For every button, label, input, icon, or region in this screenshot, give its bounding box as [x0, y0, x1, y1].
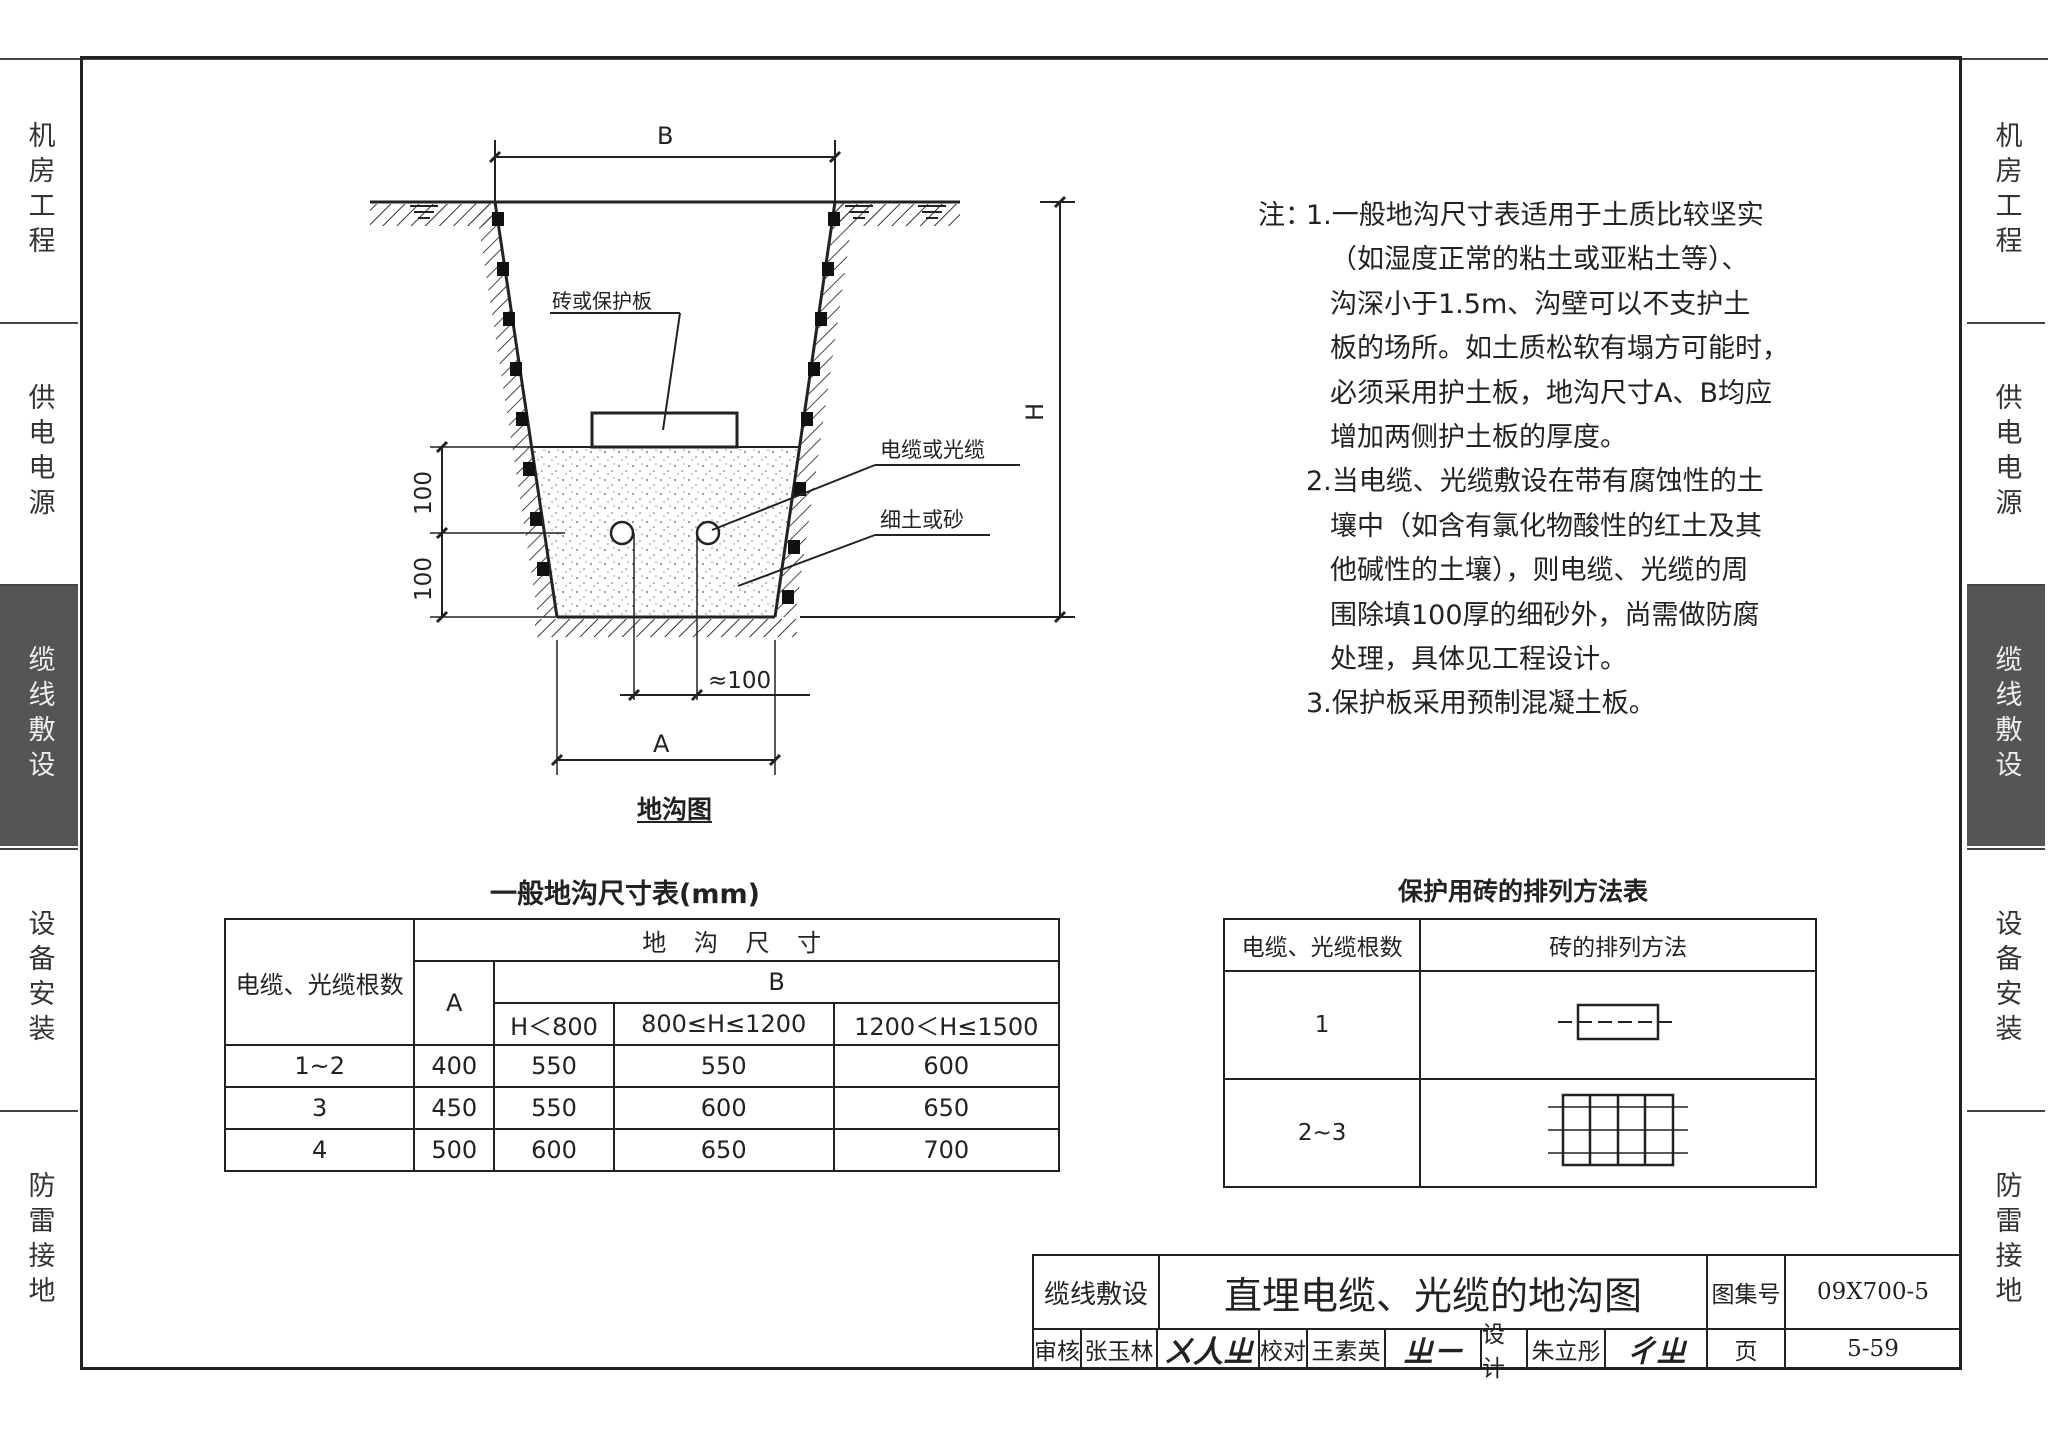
brick-header-count: 电缆、光缆根数	[1222, 918, 1422, 972]
note-line: 壤中（如含有氯化物酸性的红土及其	[1330, 510, 1762, 542]
dim-header-B: B	[493, 960, 1060, 1004]
side-tab[interactable]: 设备安装	[1990, 909, 2022, 1049]
side-tab[interactable]: 机房工程	[23, 121, 55, 261]
drawing-frame	[80, 56, 1962, 1370]
side-tab[interactable]: 缆线敷设	[1967, 584, 2045, 846]
tb-reviewer: 张玉林	[1080, 1328, 1158, 1370]
side-tab-divider	[1967, 848, 2045, 850]
note-line: （如湿度正常的粘土或亚粘土等）、	[1330, 244, 1749, 276]
tb-reviewer-signature: ㄨ人ㄓ	[1156, 1328, 1260, 1370]
note-line: 必须采用护土板，地沟尺寸A、B均应	[1330, 377, 1772, 409]
side-tab-divider	[1967, 322, 2045, 324]
note-line: 围除填100厚的细砂外，尚需做防腐	[1330, 599, 1760, 631]
side-tab[interactable]: 机房工程	[1990, 121, 2022, 261]
tb-check-label: 校对	[1258, 1328, 1308, 1370]
table-cell: 600	[493, 1128, 615, 1172]
side-tab[interactable]: 供电电源	[1990, 383, 2022, 523]
table-cell: 3	[223, 1086, 416, 1130]
note-line: 2.当电缆、光缆敷设在带有腐蚀性的土	[1306, 466, 1764, 498]
dim-subheader: 800≤H≤1200	[612, 1002, 835, 1046]
side-tab-divider	[1967, 584, 2045, 586]
table-cell: 600	[612, 1086, 835, 1130]
tb-page-no: 5-59	[1784, 1328, 1962, 1370]
note-line: 处理，具体见工程设计。	[1330, 644, 1627, 675]
side-tab-divider	[1967, 1110, 2045, 1112]
table-cell: 1~2	[223, 1044, 416, 1088]
side-tab[interactable]: 设备安装	[23, 909, 55, 1049]
side-tab-divider	[0, 848, 78, 850]
side-tab[interactable]: 防雷接地	[1990, 1171, 2022, 1311]
table-cell: 400	[413, 1044, 496, 1088]
brick-table-title: 保护用砖的排列方法表	[1398, 877, 1649, 906]
dim-subheader: 1200＜H≤1500	[832, 1002, 1061, 1046]
cable-1	[609, 520, 635, 546]
label-H: H	[1021, 402, 1050, 422]
brick-header-method: 砖的排列方法	[1419, 918, 1817, 972]
brick-pattern-multi	[1419, 1078, 1817, 1188]
side-tab-divider	[0, 322, 78, 324]
tb-designer-signature: ㄔㄓ	[1604, 1328, 1708, 1370]
dim-header-dim: 地 沟 尺 寸	[413, 918, 1060, 962]
table-cell: 4	[223, 1128, 416, 1172]
note-line: 他碱性的土壤），则电缆、光缆的周	[1330, 555, 1749, 587]
side-tab[interactable]: 缆线敷设	[0, 584, 78, 846]
callout-cable: 电缆或光缆	[880, 438, 985, 462]
side-tab[interactable]: 供电电源	[23, 383, 55, 523]
side-tab-divider	[0, 1110, 78, 1112]
side-tab-divider	[0, 584, 78, 586]
table-cell: 550	[493, 1086, 615, 1130]
tb-design-label: 设计	[1480, 1322, 1528, 1382]
brick-row-count: 1	[1222, 970, 1422, 1080]
side-tab[interactable]: 防雷接地	[23, 1171, 55, 1311]
callout-brick: 砖或保护板	[552, 289, 652, 313]
label-A: A	[653, 730, 670, 758]
note-line: 1.一般地沟尺寸表适用于土质比较坚实	[1306, 200, 1764, 231]
label-100-bottom: 100	[410, 557, 437, 601]
tb-checker-signature: ㄓㄧ	[1384, 1328, 1482, 1370]
brick-row-count: 2~3	[1222, 1078, 1422, 1188]
table-cell: 450	[413, 1086, 496, 1130]
cable-2	[695, 520, 721, 546]
dim-subheader: H＜800	[493, 1002, 615, 1046]
note-line: 3.保护板采用预制混凝土板。	[1306, 688, 1656, 720]
dim-header-count: 电缆、光缆根数	[223, 918, 416, 1046]
table-cell: 700	[832, 1128, 1061, 1172]
note-line: 沟深小于1.5m、沟壁可以不支护土	[1330, 288, 1751, 320]
dim-table: 电缆、光缆根数 地 沟 尺 寸 A B H＜800 800≤H≤1200 120…	[223, 918, 1061, 1172]
label-100-top: 100	[410, 471, 437, 515]
label-B: B	[657, 122, 674, 150]
table-cell: 650	[832, 1086, 1061, 1130]
table-cell: 550	[612, 1044, 835, 1088]
tb-page-label: 页	[1706, 1328, 1786, 1370]
tb-designer: 朱立彤	[1526, 1328, 1606, 1370]
top-border-line	[0, 58, 2048, 60]
sand-fill	[530, 447, 800, 617]
note-line: 增加两侧护土板的厚度。	[1330, 422, 1627, 453]
callout-soil: 细土或砂	[880, 508, 964, 532]
tb-atlas-no: 09X700-5	[1784, 1254, 1962, 1330]
tb-category: 缆线敷设	[1032, 1254, 1160, 1330]
table-cell: 500	[413, 1128, 496, 1172]
notes-prefix: 注：	[1258, 200, 1312, 231]
table-cell: 600	[832, 1044, 1061, 1088]
label-spacing: ≈100	[708, 668, 772, 694]
note-line: 板的场所。如土质松软有塌方可能时，	[1330, 333, 1789, 365]
table-cell: 550	[493, 1044, 615, 1088]
tb-review-label: 审核	[1032, 1328, 1082, 1370]
brick-pattern-single	[1419, 970, 1817, 1080]
table-cell: 650	[612, 1128, 835, 1172]
tb-atlas-label: 图集号	[1706, 1254, 1786, 1330]
tb-main-title: 直埋电缆、光缆的地沟图	[1158, 1254, 1708, 1330]
dim-table-title: 一般地沟尺寸表(mm)	[490, 879, 760, 910]
drawing-caption: 地沟图	[637, 795, 713, 824]
brick-table: 电缆、光缆根数 砖的排列方法 1 2~3	[1222, 918, 1817, 1188]
dim-header-A: A	[413, 960, 496, 1046]
tb-checker: 王素英	[1306, 1328, 1386, 1370]
